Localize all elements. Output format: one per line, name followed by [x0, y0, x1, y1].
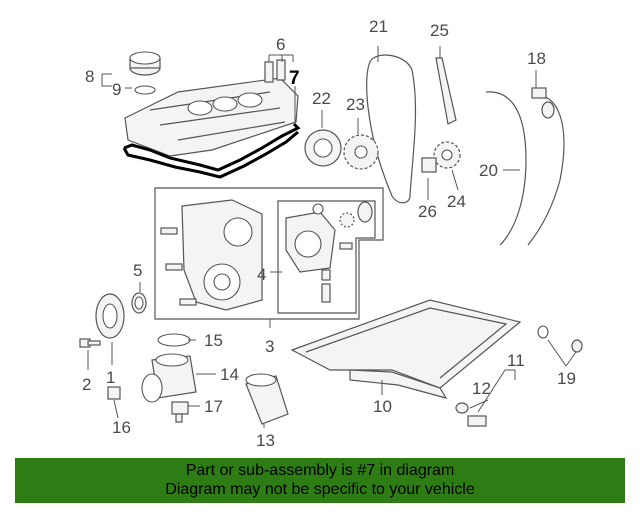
callout-6: 6	[276, 35, 285, 54]
timing-chain	[366, 54, 417, 204]
valve-cover-gasket	[122, 122, 301, 179]
crankshaft-sprocket	[421, 141, 461, 173]
callout-2: 2	[82, 375, 91, 394]
oil-pan	[290, 299, 522, 399]
callout-3: 3	[265, 337, 274, 356]
drain-plug	[455, 325, 583, 427]
front-seal	[131, 292, 147, 314]
callout-16: 16	[112, 418, 131, 437]
oil-filter-adapter	[141, 353, 197, 403]
callout-5: 5	[133, 261, 142, 280]
callout-4: 4	[257, 265, 266, 284]
callout-1: 1	[106, 368, 115, 387]
chain-guide	[435, 57, 457, 125]
banner-line-1: Part or sub-assembly is #7 in diagram	[185, 462, 455, 479]
callout-25: 25	[430, 21, 449, 40]
camshaft-sprocket	[343, 134, 379, 170]
callout-7: 7	[289, 68, 300, 89]
callout-14: 14	[220, 365, 239, 384]
callout-24: 24	[447, 192, 466, 211]
callout-18: 18	[527, 49, 546, 68]
info-banner: Part or sub-assembly is #7 in diagram Di…	[15, 458, 625, 503]
callout-11: 11	[507, 351, 525, 370]
callout-20: 20	[479, 161, 498, 180]
callout-21: 21	[369, 17, 388, 36]
callout-22: 22	[312, 89, 331, 108]
callout-8: 8	[85, 67, 94, 86]
oil-filter-seal	[157, 333, 191, 347]
callout-19: 19	[557, 369, 576, 388]
callout-9: 9	[112, 80, 121, 99]
timing-cover-box	[154, 187, 384, 320]
oil-filter	[245, 373, 289, 425]
callouts: 6 7 8 9 21 25 18 22 23 20 26 24 5 4 3 15…	[82, 17, 576, 450]
oil-pressure-sensor	[107, 386, 189, 423]
timing-cover	[181, 199, 263, 311]
leader-lines	[87, 46, 577, 428]
oil-filler-cap	[129, 51, 161, 95]
oil-pump-box	[277, 200, 376, 314]
cover-bolts	[160, 227, 197, 306]
callout-12: 12	[472, 379, 491, 398]
callout-15: 15	[204, 331, 223, 350]
dipstick-tube	[485, 87, 565, 246]
banner-line-2: Diagram may not be specific to your vehi…	[165, 481, 475, 498]
callout-23: 23	[346, 95, 365, 114]
callout-17: 17	[204, 397, 223, 416]
callout-13: 13	[256, 431, 275, 450]
crankshaft-balancer	[95, 293, 125, 339]
oil-pump	[285, 201, 373, 303]
valve-cover	[124, 59, 299, 157]
balancer-bolt	[79, 338, 101, 348]
callout-26: 26	[418, 202, 437, 221]
callout-10: 10	[373, 397, 392, 416]
camshaft-actuator	[304, 129, 342, 167]
